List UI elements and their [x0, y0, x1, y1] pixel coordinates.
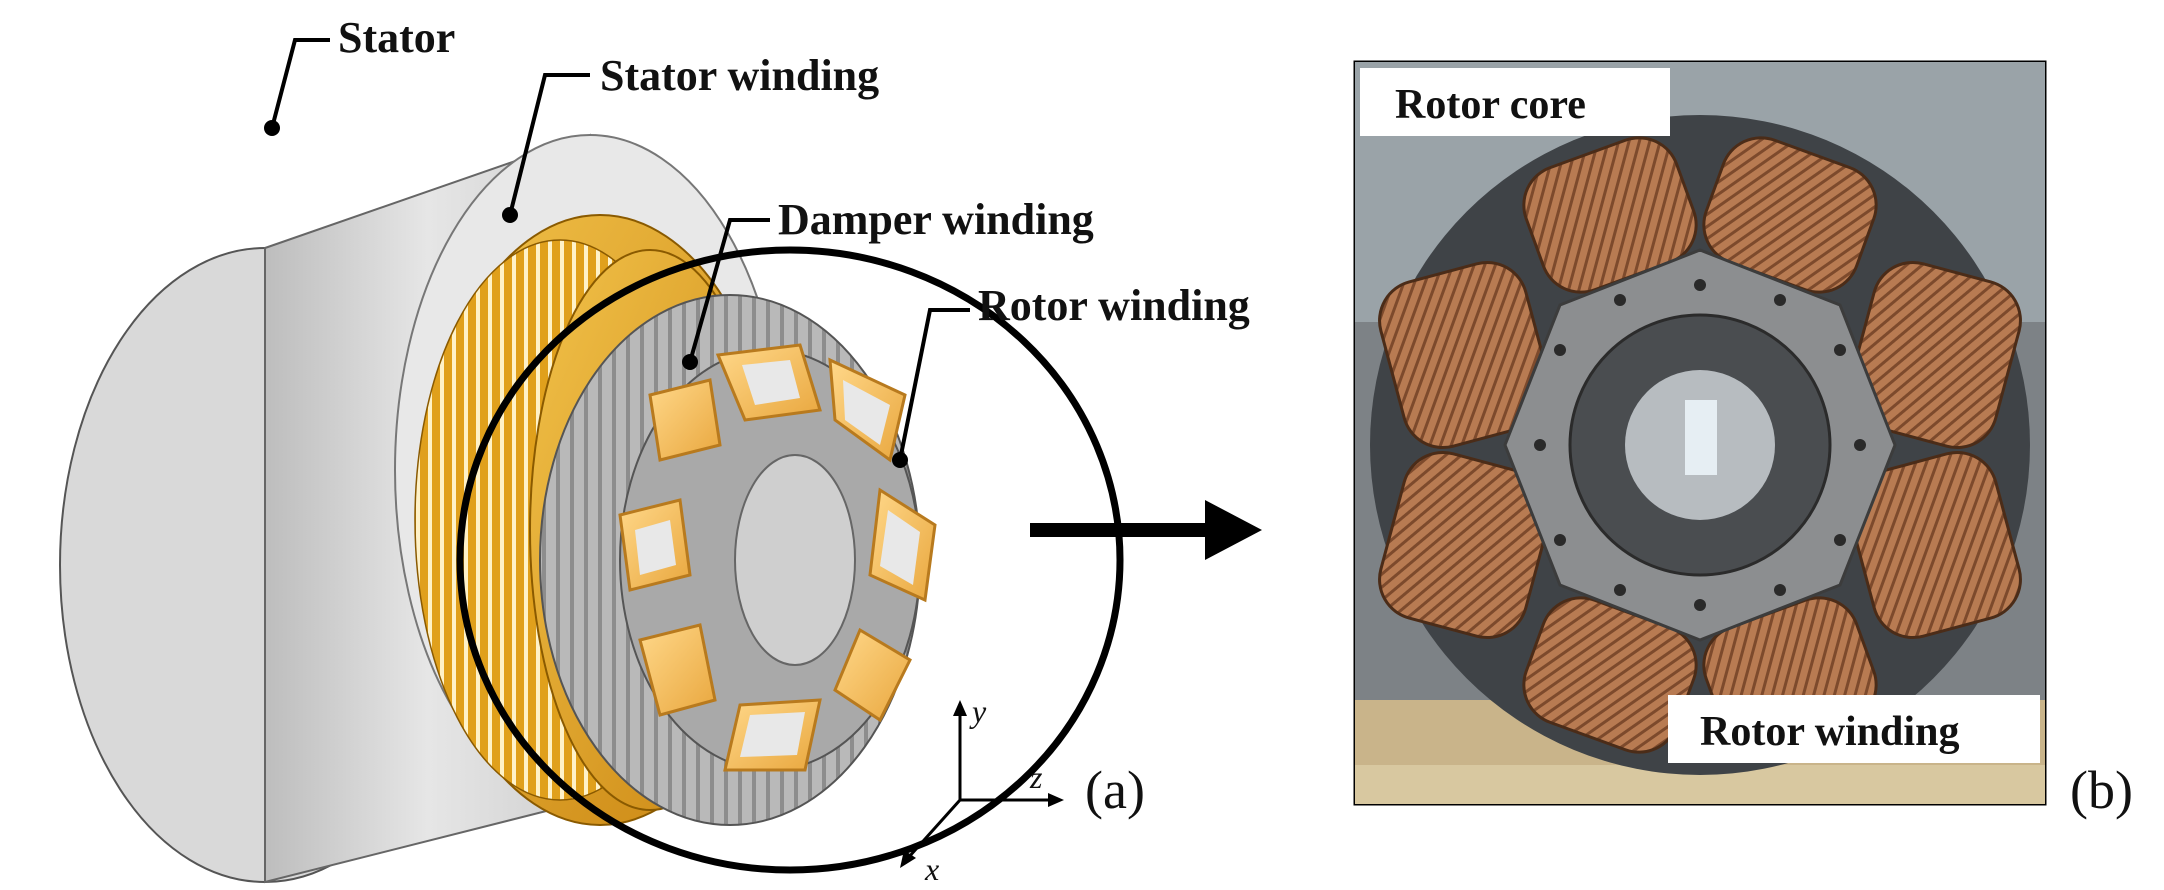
machine-3d-drawing — [59, 133, 1124, 884]
zoom-circle — [456, 246, 1124, 874]
axis-label-y: y — [969, 693, 987, 729]
leader-dots-a — [264, 120, 908, 468]
rotor-bore — [734, 454, 856, 666]
rotor-coil-holes — [635, 360, 920, 757]
rotor-photo-bolts — [1534, 279, 1866, 611]
coordinate-axes — [900, 700, 1064, 868]
rotor-photo: Rotor core Rotor winding — [1353, 60, 2047, 806]
label-box-rotor-winding-b — [1668, 695, 2040, 763]
leader-lines-a — [270, 38, 970, 461]
label-damper-winding: Damper winding — [778, 195, 1094, 244]
label-rotor-core: Rotor core — [1395, 82, 1586, 128]
label-rotor-winding-a: Rotor winding — [978, 281, 1250, 330]
label-box-rotor-core — [1360, 68, 1670, 136]
label-stator-winding: Stator winding — [600, 51, 879, 100]
transition-arrow — [1030, 500, 1262, 560]
axis-label-z: z — [1029, 759, 1043, 795]
label-stator: Stator — [338, 13, 455, 62]
label-rotor-winding-b: Rotor winding — [1700, 709, 1959, 755]
caption-a: (a) — [1085, 760, 1145, 820]
axis-label-x: x — [924, 851, 939, 887]
rotor-coil — [638, 623, 717, 717]
rotor-coil — [833, 627, 912, 723]
rotor-coil — [648, 378, 722, 462]
caption-b: (b) — [2070, 760, 2133, 820]
